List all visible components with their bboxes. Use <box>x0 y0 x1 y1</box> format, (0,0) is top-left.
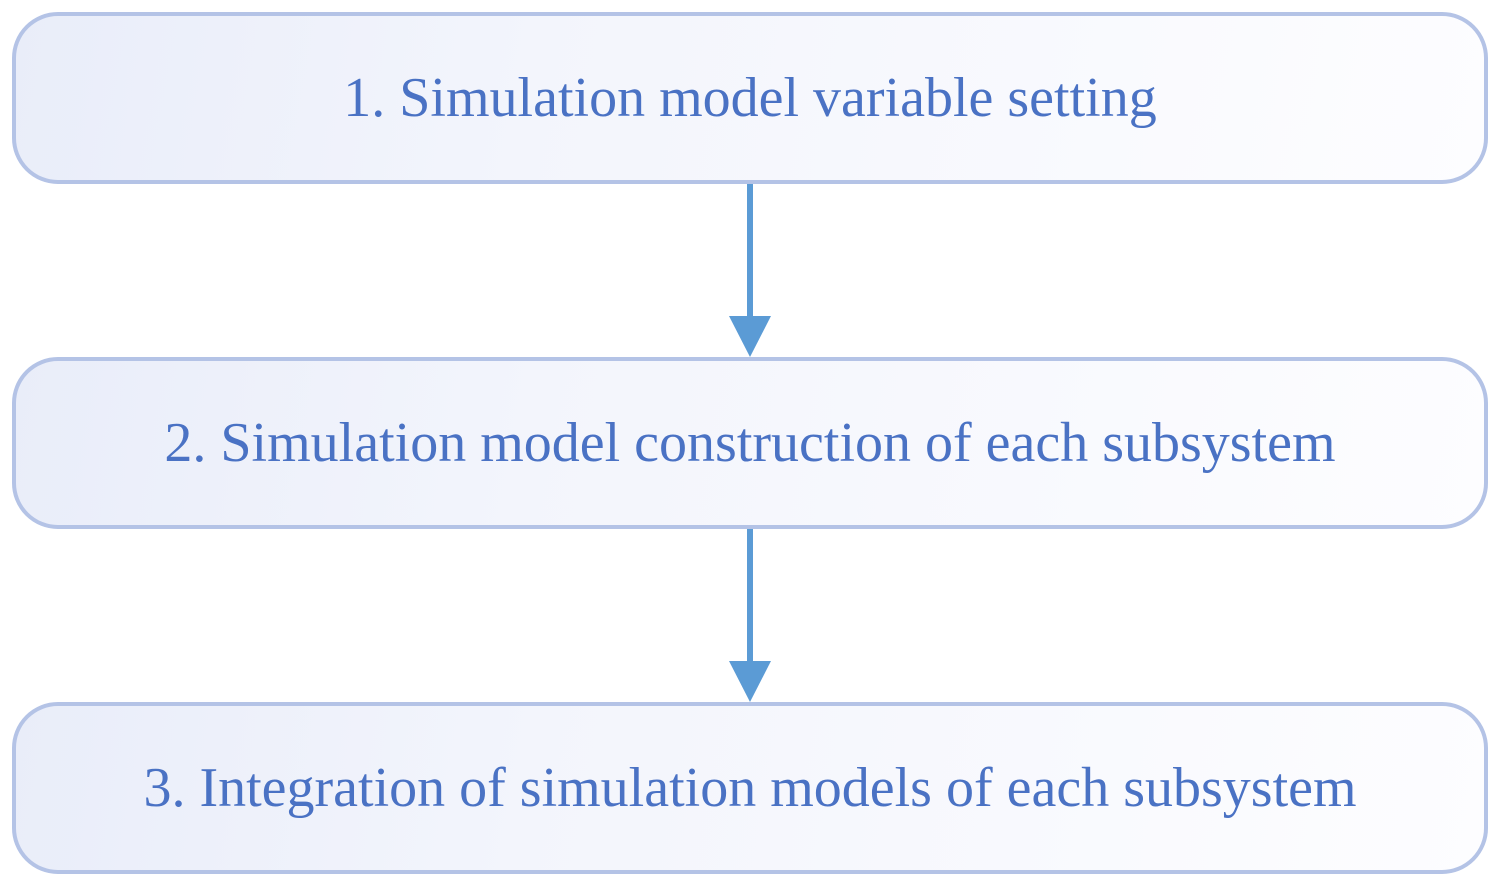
step-1-box: 1. Simulation model variable setting <box>12 12 1488 184</box>
step-3-label: 3. Integration of simulation models of e… <box>143 757 1357 819</box>
arrow-1-head <box>729 316 771 357</box>
step-2-label: 2. Simulation model construction of each… <box>164 412 1336 474</box>
step-1-label: 1. Simulation model variable setting <box>343 67 1157 129</box>
step-3-box: 3. Integration of simulation models of e… <box>12 702 1488 874</box>
arrow-step2-to-step3 <box>729 529 771 702</box>
step-2-box: 2. Simulation model construction of each… <box>12 357 1488 529</box>
arrow-step1-to-step2 <box>729 184 771 357</box>
arrow-2-head <box>729 661 771 702</box>
